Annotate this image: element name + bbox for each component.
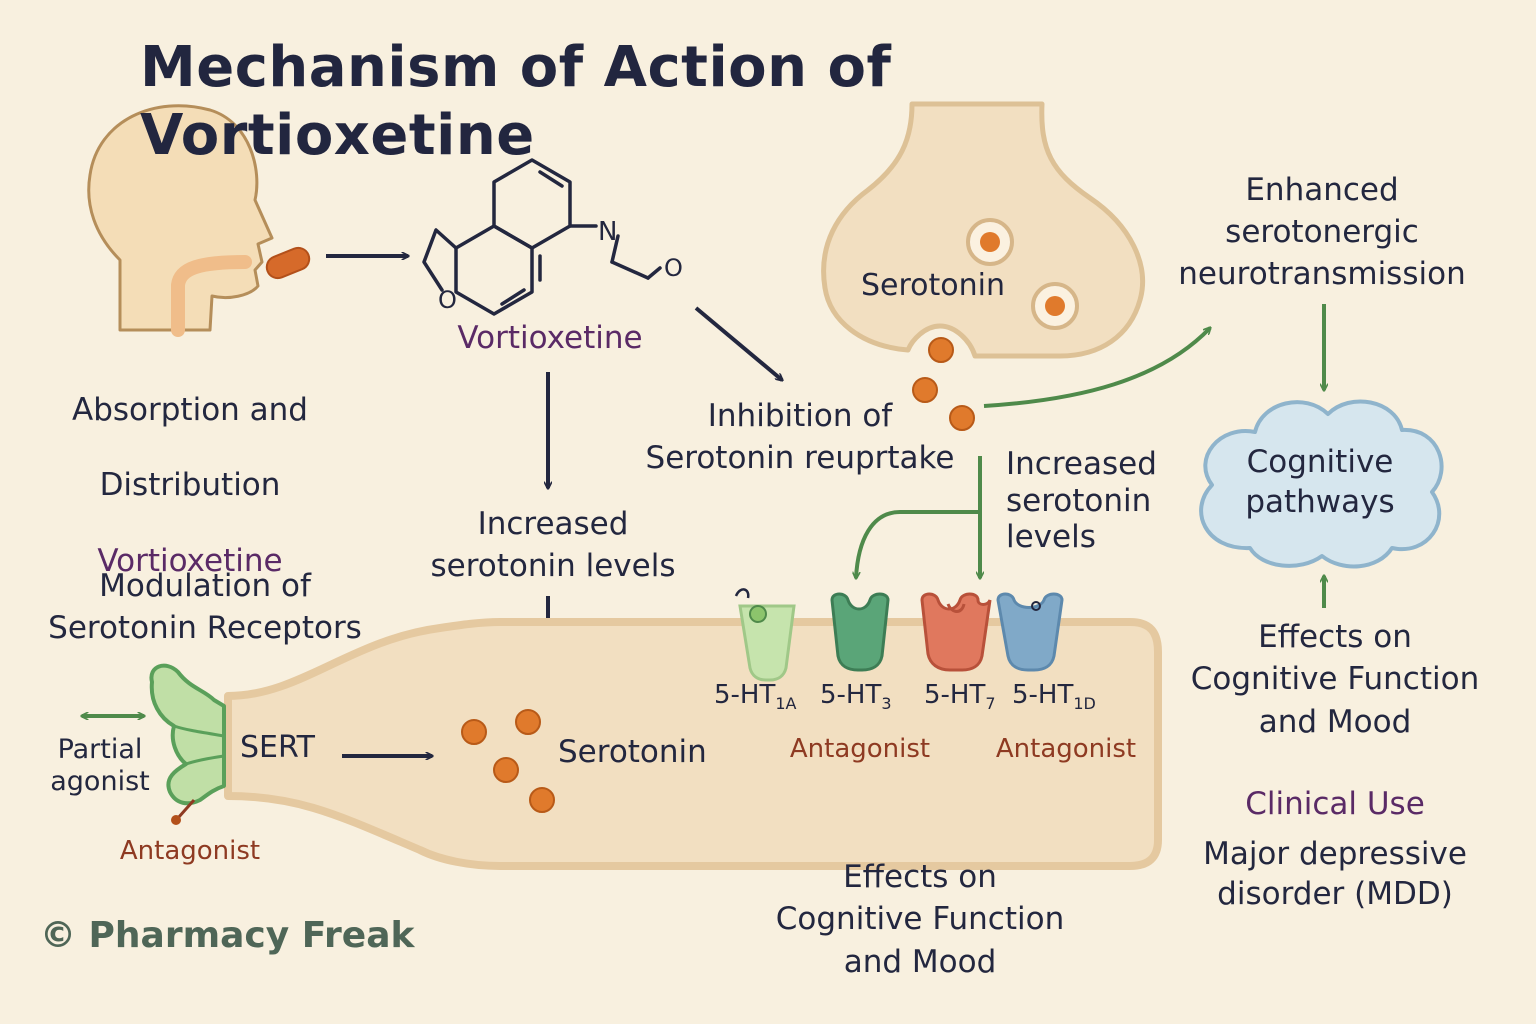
receptor-5ht1d-label: 5-HT1D bbox=[1012, 680, 1096, 713]
released-serotonin-dot bbox=[949, 405, 975, 431]
receptor-antagonist-left-label: Antagonist bbox=[789, 734, 931, 764]
modulation-receptors-label: Modulation of Serotonin Receptors bbox=[48, 568, 362, 646]
effects-bottom-label: Effects on Cognitive Function and Mood bbox=[775, 859, 1065, 980]
pill-icon bbox=[265, 246, 311, 280]
arrow-to-receptor-3 bbox=[856, 510, 980, 578]
inhibition-reuptake-label: Inhibition of Serotonin reuprtake bbox=[645, 398, 955, 476]
serotonin-dot bbox=[461, 719, 487, 745]
receptor-5ht3-prefix: 5-HT bbox=[820, 680, 882, 710]
receptor-5ht1d-icon bbox=[996, 592, 1064, 672]
postsynaptic-cell bbox=[224, 618, 1162, 870]
sert-antagonist-label: Antagonist bbox=[119, 836, 261, 866]
cognitive-pathways-cloud bbox=[1199, 399, 1444, 569]
serotonin-dot bbox=[529, 787, 555, 813]
absorption-drug-name: Vortioxetine bbox=[97, 543, 283, 580]
cell-serotonin-label: Serotonin bbox=[558, 734, 707, 770]
receptor-5ht1a-prefix: 5-HT bbox=[714, 680, 776, 710]
page-title: Mechanism of Action of Vortioxetine bbox=[140, 35, 892, 169]
molecule-name-label: Vortioxetine bbox=[457, 320, 643, 356]
receptor-5ht7-prefix: 5-HT bbox=[924, 680, 986, 710]
absorption-line-2: Distribution bbox=[99, 467, 281, 504]
increased-levels-right-label: Increased serotonin levels bbox=[1006, 446, 1157, 556]
receptor-5ht7-label: 5-HT7 bbox=[924, 680, 996, 713]
released-serotonin-dot bbox=[928, 337, 954, 363]
copyright-label: © Pharmacy Freak bbox=[40, 915, 415, 956]
serotonin-dot bbox=[493, 757, 519, 783]
receptor-5ht1a-label: 5-HT1A bbox=[714, 680, 796, 713]
cognitive-pathways-label: Cognitive pathways bbox=[1245, 444, 1395, 521]
serotonin-dot bbox=[515, 709, 541, 735]
receptor-5ht3-label: 5-HT3 bbox=[820, 680, 892, 713]
partial-agonist-label: Partial agonist bbox=[50, 734, 150, 798]
receptor-5ht7-icon bbox=[920, 592, 992, 672]
receptor-5ht3-icon bbox=[830, 592, 890, 672]
receptor-antagonist-right-label: Antagonist bbox=[995, 734, 1137, 764]
absorption-label: Absorption and Distribution Vortioxetine bbox=[40, 354, 340, 619]
arrow-molecule-to-reuptake bbox=[694, 306, 782, 380]
receptor-5ht1d-prefix: 5-HT bbox=[1012, 680, 1074, 710]
receptor-5ht1a-icon bbox=[734, 588, 796, 682]
receptor-5ht7-subscript: 7 bbox=[985, 694, 996, 714]
clinical-use-text: Major depressive disorder (MDD) bbox=[1203, 836, 1467, 913]
absorption-line-1: Absorption and bbox=[72, 391, 308, 428]
atom-n-label: N bbox=[598, 217, 617, 247]
receptor-5ht1a-subscript: 1A bbox=[775, 694, 797, 714]
serotonin-vesicle bbox=[966, 218, 1014, 266]
receptor-5ht3-subscript: 3 bbox=[881, 694, 892, 714]
released-serotonin-dot bbox=[912, 377, 938, 403]
atom-o-carbonyl-label: O bbox=[664, 254, 683, 282]
effects-right-label: Effects on Cognitive Function and Mood bbox=[1190, 619, 1480, 740]
increased-levels-center-label: Increased serotonin levels bbox=[430, 506, 676, 584]
receptor-5ht1d-subscript: 1D bbox=[1073, 694, 1096, 714]
arrow-to-enhanced bbox=[983, 328, 1210, 408]
sert-label: SERT bbox=[240, 730, 315, 765]
sert-transporter-icon bbox=[149, 663, 226, 825]
head-silhouette bbox=[87, 104, 274, 337]
serotonin-vesicle bbox=[1031, 282, 1079, 330]
atom-o-ring-label: O bbox=[438, 286, 457, 314]
clinical-use-heading: Clinical Use bbox=[1245, 786, 1425, 822]
enhanced-neurotransmission-label: Enhanced serotonergic neurotransmission bbox=[1178, 172, 1466, 292]
vortioxetine-molecule-icon bbox=[422, 158, 662, 316]
synapse-serotonin-label: Serotonin bbox=[860, 268, 1005, 303]
